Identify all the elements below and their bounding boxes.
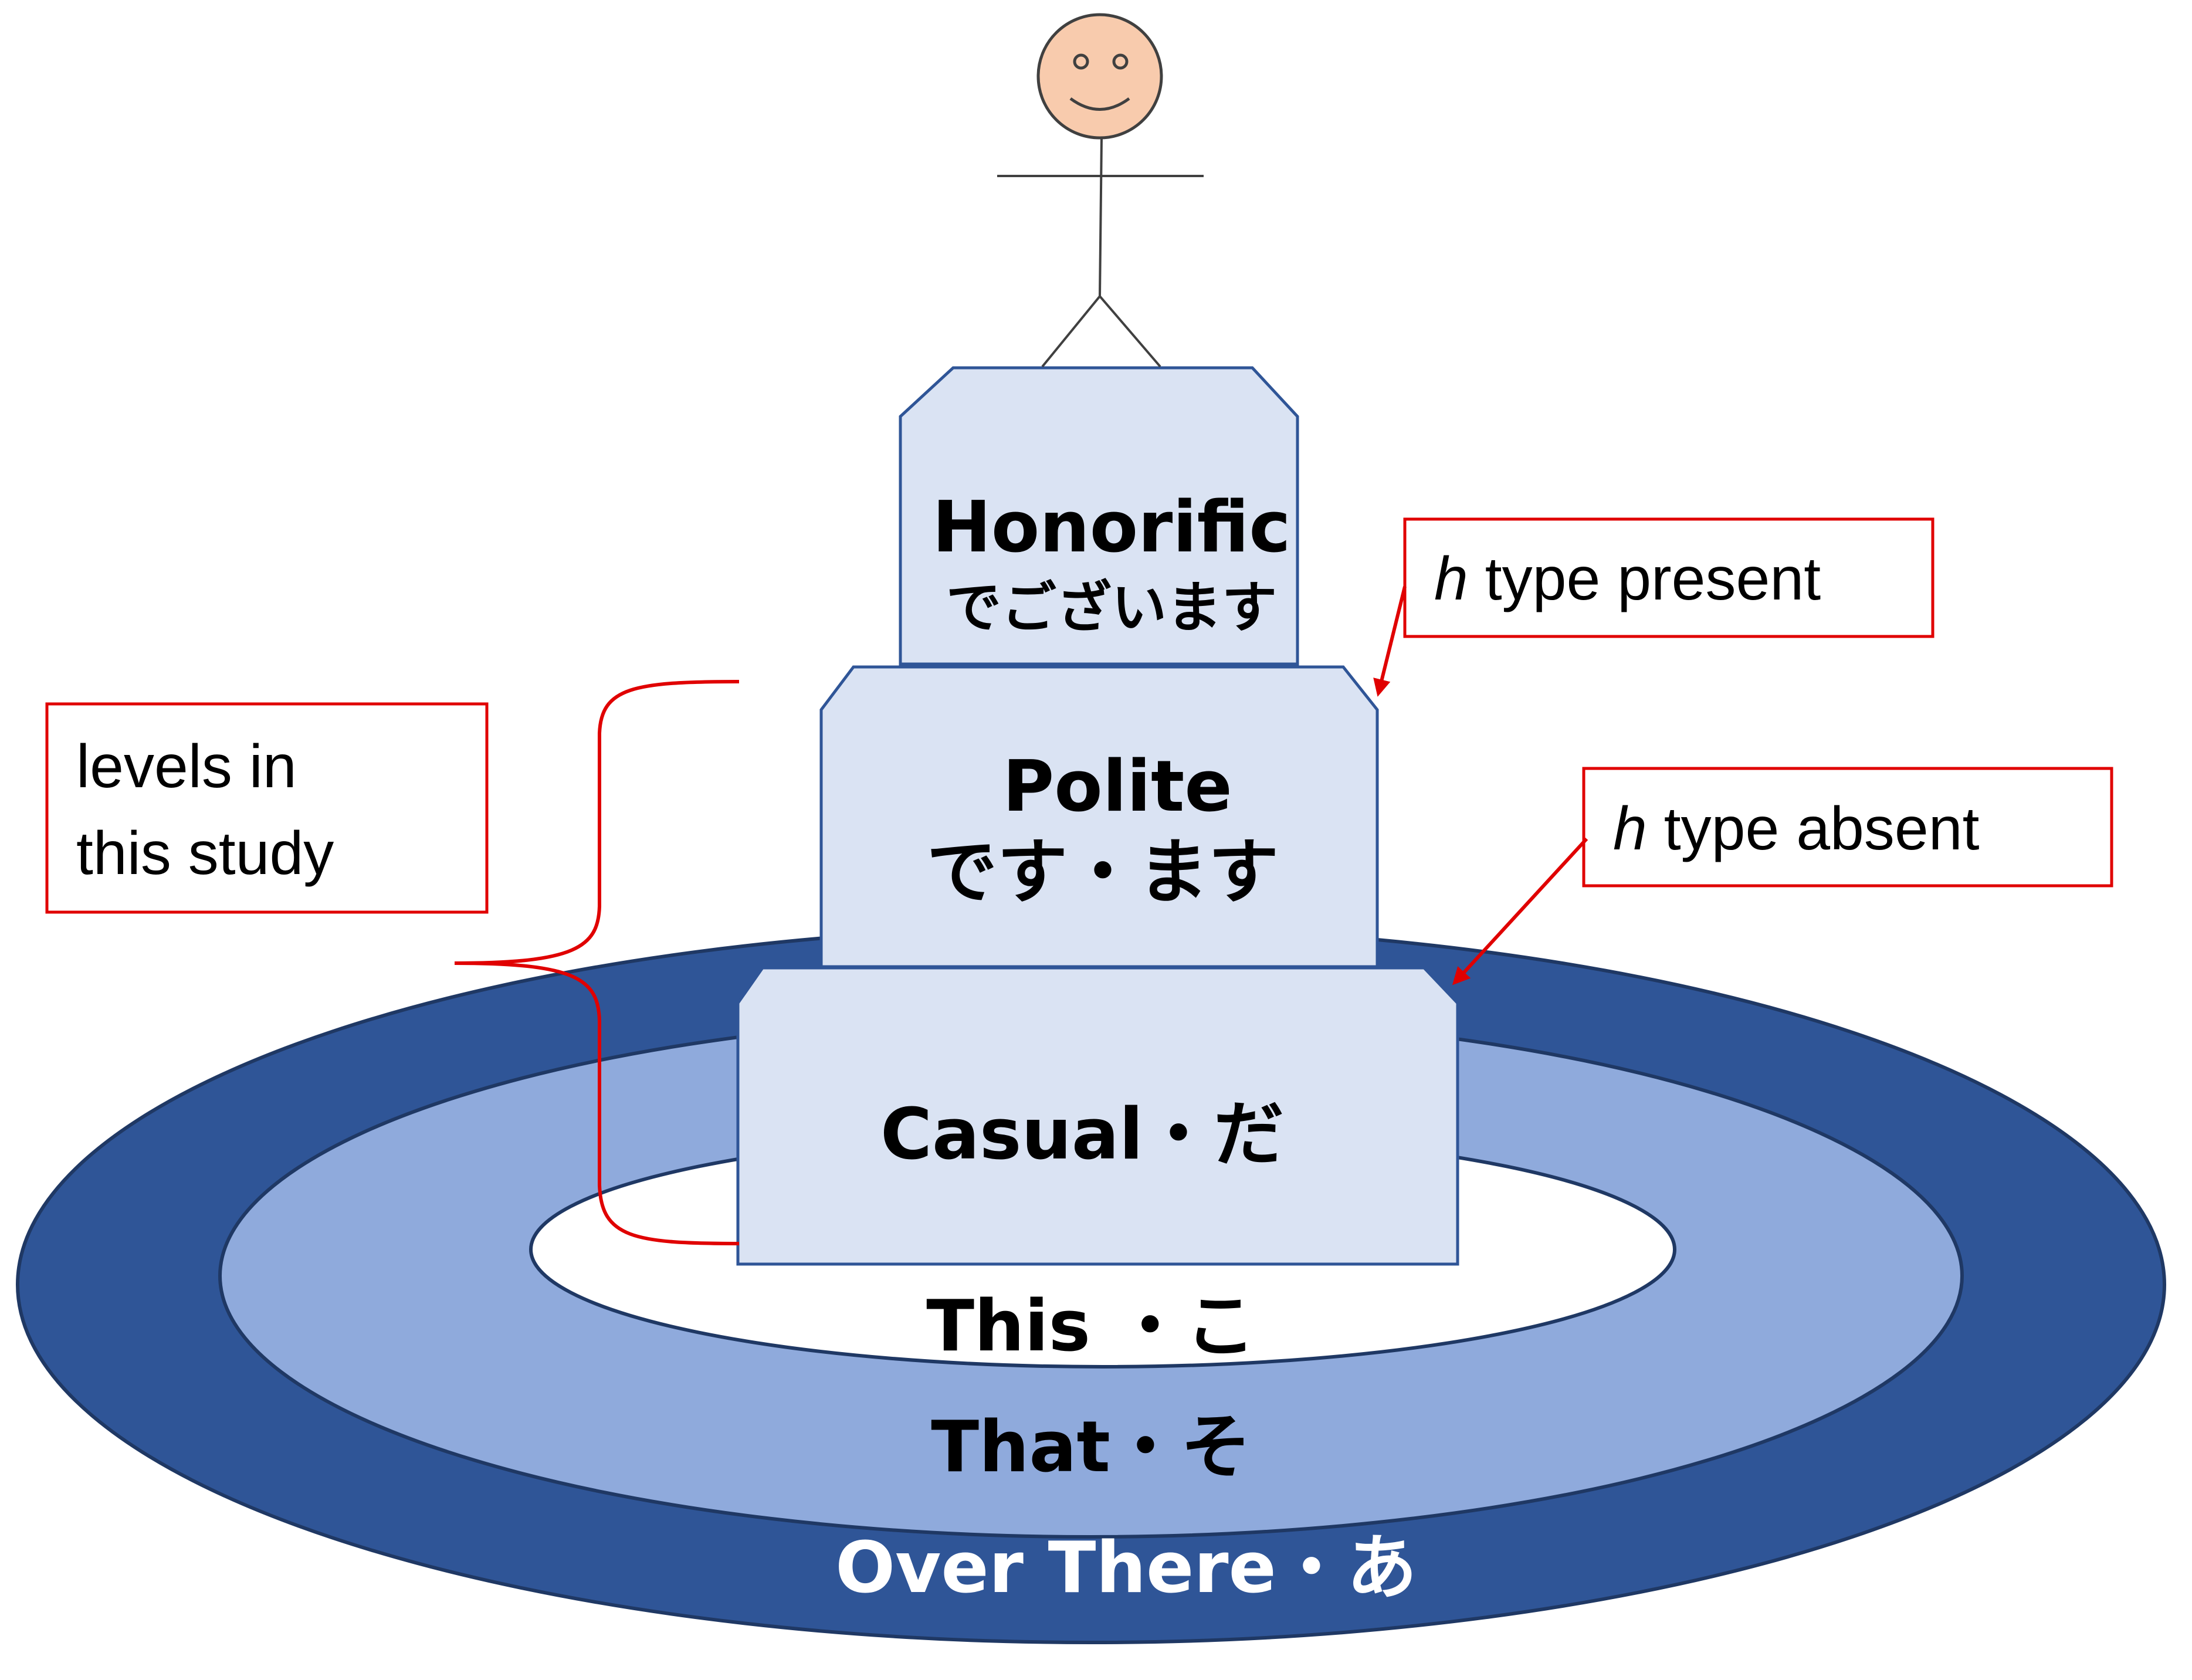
h-absent-text: type absent — [1647, 795, 1980, 863]
honorific-tier — [899, 366, 1299, 666]
honorific-title: Honorific — [932, 487, 1290, 568]
levels-brace — [454, 680, 740, 1245]
h-absent-italic: h — [1613, 795, 1647, 863]
polite-sub: です・ます — [927, 832, 1279, 913]
honorific-sub: でございます — [946, 576, 1277, 640]
h-present-annotation: h type present — [1434, 545, 1821, 613]
face-icon — [1036, 13, 1163, 140]
h-absent-arrow — [1452, 837, 1588, 985]
outer-ring-label: Over There・あ — [835, 1527, 1417, 1609]
stick-figure-icon — [997, 13, 1204, 368]
middle-ring-label: That・そ — [931, 1407, 1251, 1488]
h-absent-annotation: h type absent — [1613, 795, 1980, 863]
h-present-text: type present — [1468, 545, 1821, 613]
polite-title: Polite — [1002, 746, 1232, 828]
levels-annotation-line1: levels in — [76, 733, 297, 801]
casual-title: Casual・だ — [880, 1094, 1284, 1176]
levels-annotation-box — [45, 702, 489, 914]
casual-tier — [736, 966, 1459, 1266]
h-present-italic: h — [1434, 545, 1468, 613]
h-absent-annotation-box — [1582, 767, 2113, 888]
inner-ring-label: This ・こ — [926, 1286, 1256, 1367]
h-present-arrow — [1373, 586, 1407, 697]
h-present-annotation-box — [1403, 517, 1934, 638]
levels-annotation-line2: this study — [76, 819, 334, 888]
polite-tier — [819, 665, 1379, 968]
